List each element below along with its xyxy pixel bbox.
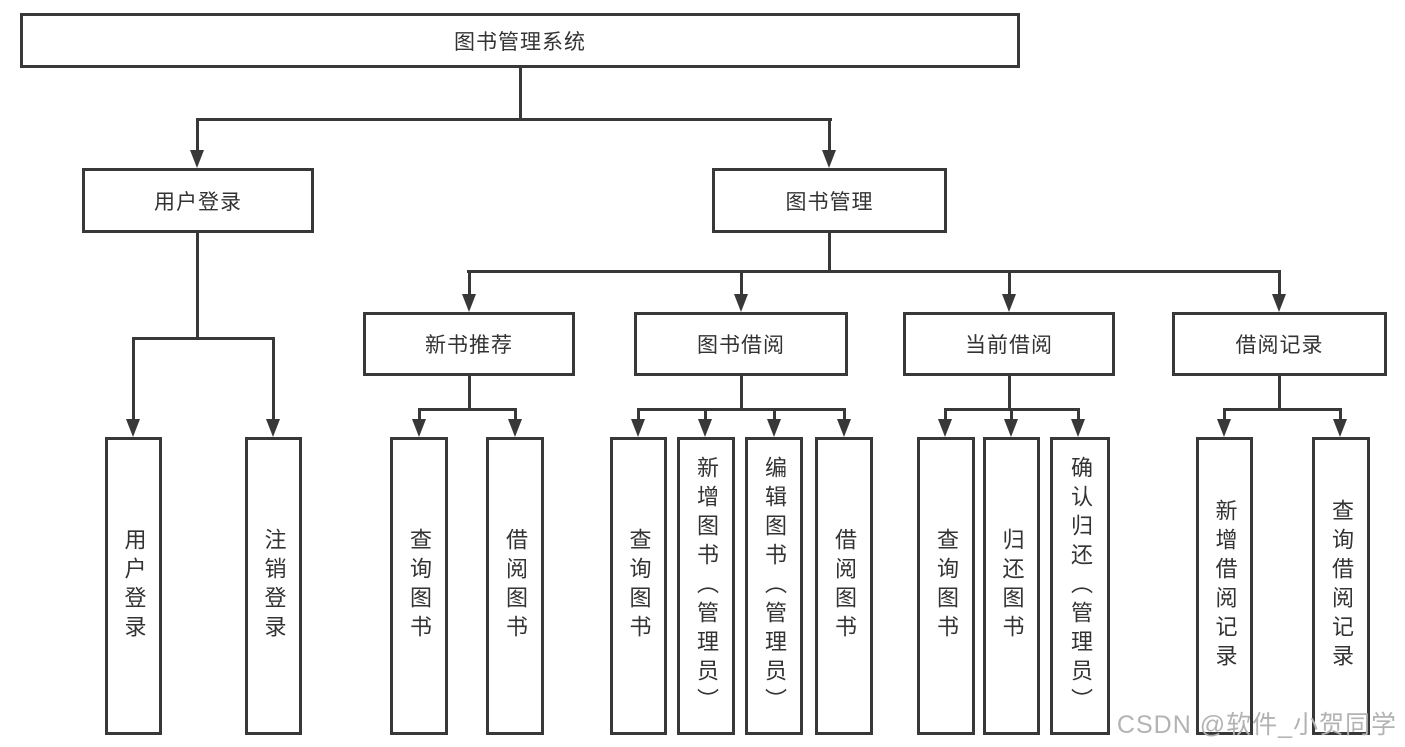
arrowhead-down-icon	[822, 150, 836, 168]
connector-line	[418, 408, 421, 421]
arrowhead-down-icon	[190, 150, 204, 168]
connector-line	[467, 270, 1281, 273]
node-user-login: 用户登录	[82, 168, 314, 233]
csdn-watermark: CSDN @软件_小贺同学	[1116, 711, 1397, 739]
node-user-login-leaf: 用户登录	[105, 437, 162, 735]
connector-line	[519, 68, 522, 118]
arrowhead-down-icon	[938, 419, 952, 437]
arrowhead-down-icon	[412, 419, 426, 437]
connector-line	[1278, 270, 1281, 296]
connector-line	[468, 270, 471, 296]
arrowhead-down-icon	[1272, 294, 1286, 312]
arrowhead-down-icon	[631, 419, 645, 437]
connector-line	[196, 233, 199, 337]
arrowhead-down-icon	[767, 419, 781, 437]
arrowhead-down-icon	[1002, 294, 1016, 312]
node-bb-edit-books-admin: 编辑图书（管理员）	[745, 437, 803, 735]
node-new-book-recommend: 新书推荐	[363, 312, 575, 376]
arrowhead-down-icon	[698, 419, 712, 437]
node-book-management: 图书管理	[712, 168, 947, 233]
connector-line	[132, 337, 275, 340]
connector-line	[828, 233, 831, 270]
node-bb-add-books-admin: 新增图书（管理员）	[677, 437, 735, 735]
connector-line	[1223, 408, 1226, 421]
connector-line	[196, 118, 199, 152]
connector-line	[944, 408, 947, 421]
connector-line	[418, 408, 516, 411]
arrowhead-down-icon	[1004, 419, 1018, 437]
arrowhead-down-icon	[1071, 419, 1085, 437]
node-current-borrow: 当前借阅	[903, 312, 1115, 376]
arrowhead-down-icon	[126, 419, 140, 437]
connector-line	[1008, 376, 1011, 408]
node-br-query-record: 查询借阅记录	[1312, 437, 1370, 735]
node-br-add-record: 新增借阅记录	[1196, 437, 1253, 735]
node-cb-confirm-return-admin: 确认归还（管理员）	[1050, 437, 1110, 735]
connector-line	[468, 376, 471, 408]
connector-line	[272, 337, 275, 421]
connector-line	[740, 376, 743, 408]
node-nb-query-books: 查询图书	[390, 437, 448, 735]
connector-line	[637, 408, 640, 421]
connector-line	[843, 408, 846, 421]
arrowhead-down-icon	[1333, 419, 1347, 437]
node-bb-borrow-books: 借阅图书	[815, 437, 873, 735]
node-cb-query-books: 查询图书	[917, 437, 975, 735]
node-logout: 注销登录	[245, 437, 302, 735]
connector-line	[132, 337, 135, 421]
connector-line	[1278, 376, 1281, 408]
arrowhead-down-icon	[266, 419, 280, 437]
connector-line	[740, 270, 743, 296]
arrowhead-down-icon	[1217, 419, 1231, 437]
connector-line	[196, 118, 832, 121]
node-borrow-records: 借阅记录	[1172, 312, 1387, 376]
arrowhead-down-icon	[734, 294, 748, 312]
arrowhead-down-icon	[508, 419, 522, 437]
node-cb-return-books: 归还图书	[983, 437, 1040, 735]
node-library-management-system: 图书管理系统	[20, 13, 1020, 68]
arrowhead-down-icon	[462, 294, 476, 312]
connector-line	[1077, 408, 1080, 421]
node-book-borrow: 图书借阅	[634, 312, 848, 376]
connector-line	[828, 118, 831, 152]
connector-line	[704, 408, 707, 421]
connector-line	[1010, 408, 1013, 421]
connector-line	[514, 408, 517, 421]
connector-line	[1339, 408, 1342, 421]
connector-line	[1223, 408, 1341, 411]
node-bb-query-books: 查询图书	[610, 437, 667, 735]
connector-line	[773, 408, 776, 421]
connector-line	[1008, 270, 1011, 296]
arrowhead-down-icon	[837, 419, 851, 437]
node-nb-borrow-books: 借阅图书	[486, 437, 544, 735]
connector-line	[637, 408, 844, 411]
